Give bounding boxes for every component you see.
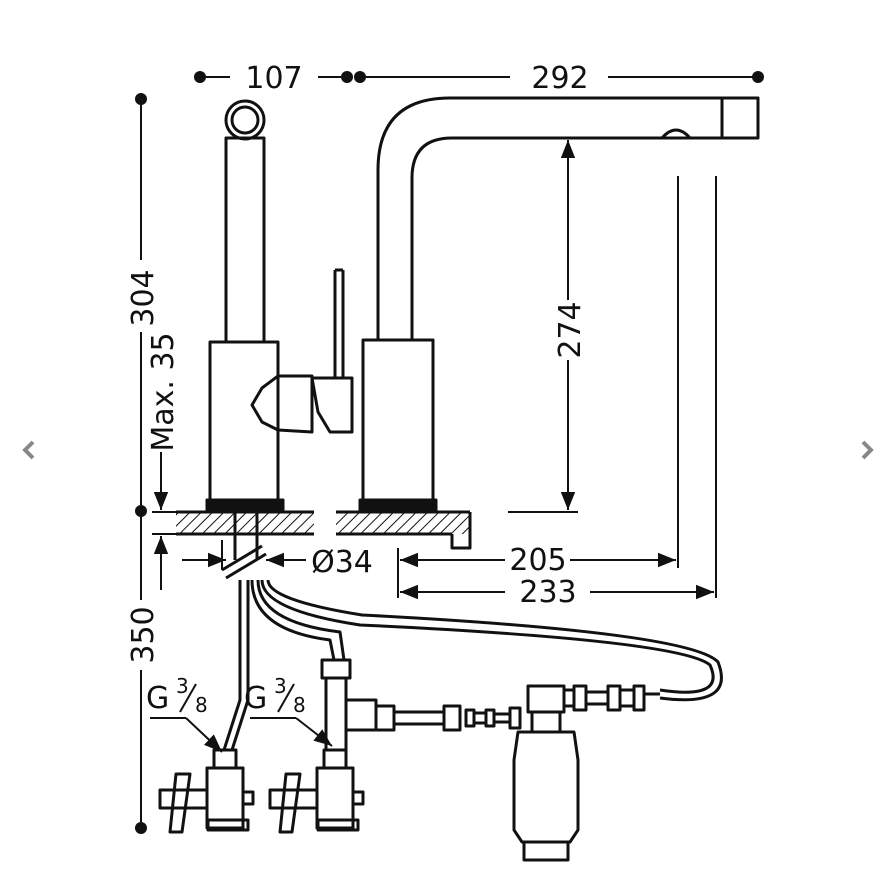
chevron-left-icon bbox=[22, 440, 35, 460]
dim-304: 304 bbox=[126, 269, 161, 326]
next-button[interactable] bbox=[852, 432, 882, 468]
right-thread-g: G bbox=[244, 681, 267, 716]
chevron-right-icon bbox=[861, 440, 874, 460]
water-filter bbox=[512, 684, 660, 862]
right-angle-valve bbox=[268, 748, 365, 834]
spout-body bbox=[358, 96, 760, 512]
dim-274: 274 bbox=[553, 301, 588, 358]
dimension-dots bbox=[135, 71, 764, 834]
left-angle-valve bbox=[158, 748, 255, 834]
countertop bbox=[176, 510, 472, 580]
dimension-lines bbox=[140, 76, 758, 828]
dim-292: 292 bbox=[531, 61, 588, 96]
left-thread-denominator: 8 bbox=[195, 693, 208, 717]
dim-233: 233 bbox=[519, 575, 576, 610]
left-thread-label: G 3 8 bbox=[146, 674, 208, 717]
right-thread-label: G 3 8 bbox=[244, 674, 306, 717]
left-thread-g: G bbox=[146, 681, 169, 716]
supply-hoses bbox=[222, 579, 723, 751]
dim-max-35: Max. 35 bbox=[146, 332, 181, 451]
mixer-body bbox=[205, 99, 354, 512]
dim-hole-diameter: Ø34 bbox=[311, 545, 373, 580]
prev-button[interactable] bbox=[14, 432, 44, 468]
left-thread-numerator: 3 bbox=[176, 674, 189, 698]
dim-205: 205 bbox=[509, 543, 566, 578]
right-thread-denominator: 8 bbox=[293, 693, 306, 717]
tee-connector bbox=[320, 658, 522, 752]
dim-107: 107 bbox=[245, 61, 302, 96]
right-thread-numerator: 3 bbox=[274, 674, 287, 698]
dim-350: 350 bbox=[126, 606, 161, 663]
